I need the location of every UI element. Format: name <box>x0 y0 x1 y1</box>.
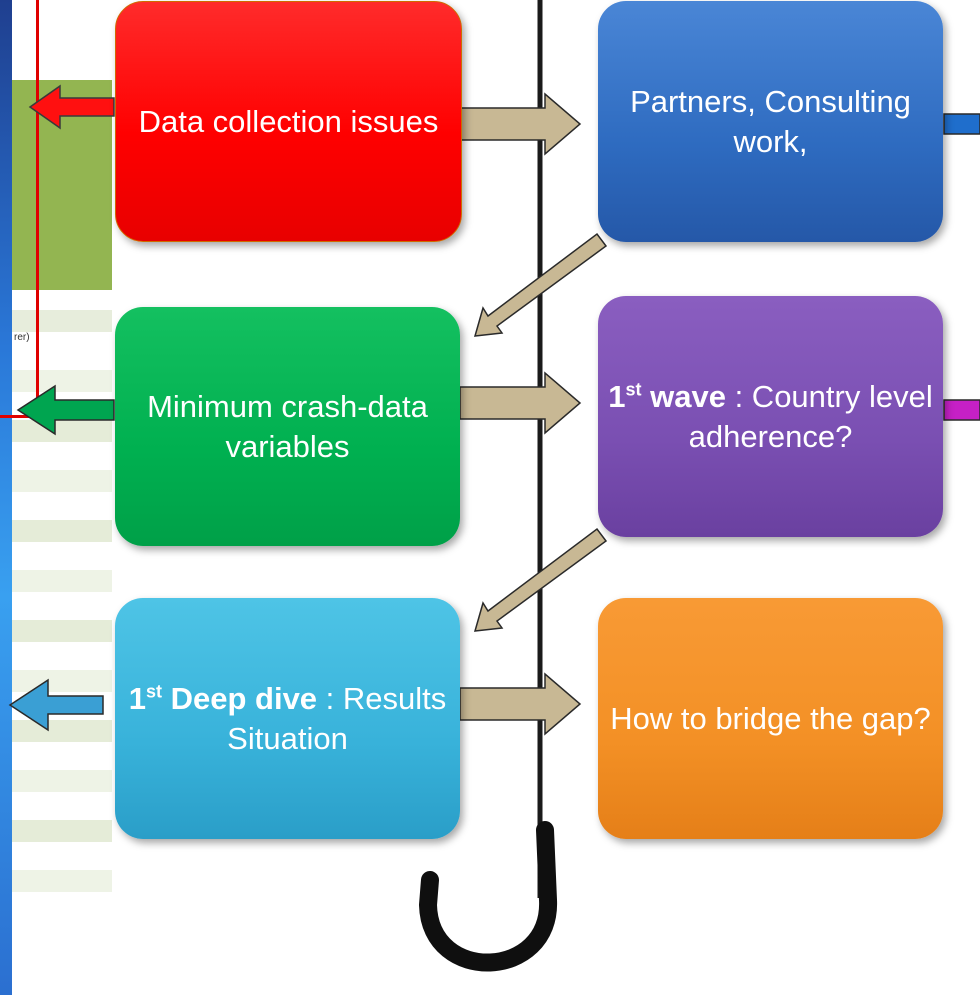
box-deep-dive-label: 1st Deep dive : Results Situation <box>115 679 460 759</box>
deep-dive-sup: st <box>145 681 162 702</box>
table-row <box>12 570 112 592</box>
deep-dive-rest: : Results Situation <box>227 680 447 756</box>
box-minimum-crash-label: Minimum crash-data variables <box>147 388 428 464</box>
arrow-right-3 <box>459 672 582 736</box>
arrow-left-green <box>16 384 115 436</box>
box-partners-consulting: Partners, Consulting work, <box>598 1 943 242</box>
table-row <box>12 870 112 892</box>
first-wave-num: 1 <box>608 378 626 414</box>
table-row <box>12 820 112 842</box>
left-blue-band <box>0 0 12 995</box>
arrow-right-2 <box>459 371 582 435</box>
red-bracket-horizontal <box>0 415 39 418</box>
box-bridge-gap: How to bridge the gap? <box>598 598 943 839</box>
first-wave-sup: st <box>625 379 642 400</box>
table-row <box>12 770 112 792</box>
arrow-diagonal-2 <box>473 527 608 632</box>
box-first-deep-dive: 1st Deep dive : Results Situation <box>115 598 460 839</box>
box-partners-label: Partners, Consulting work, <box>630 83 911 159</box>
box-data-collection-issues: Data collection issues <box>115 1 462 242</box>
arrow-left-cyan <box>8 678 104 732</box>
box-minimum-crash-data: Minimum crash-data variables <box>115 307 460 546</box>
arrow-right-blue-cut <box>943 113 980 135</box>
box-first-wave: 1st wave : Country level adherence? <box>598 296 943 537</box>
box-data-collection-label: Data collection issues <box>138 103 439 139</box>
arrow-left-red <box>28 84 115 130</box>
table-row <box>12 520 112 542</box>
first-wave-rest: : Country level adherence? <box>688 378 933 454</box>
box-bridge-gap-label: How to bridge the gap? <box>610 700 931 736</box>
red-bracket-vertical <box>36 0 39 418</box>
deep-dive-bold: Deep dive <box>161 680 318 716</box>
table-row <box>12 620 112 642</box>
arrow-diagonal-1 <box>473 232 608 337</box>
table-cell-text: rer) <box>14 332 30 343</box>
table-row <box>12 420 112 442</box>
first-wave-bold: wave <box>641 378 726 414</box>
table-row <box>12 470 112 492</box>
deep-dive-num: 1 <box>128 680 146 716</box>
umbrella-handle <box>418 821 558 972</box>
arrow-right-magenta-cut <box>943 399 980 421</box>
box-first-wave-label: 1st wave : Country level adherence? <box>598 377 943 457</box>
table-row <box>12 720 112 742</box>
arrow-right-1 <box>459 92 582 156</box>
